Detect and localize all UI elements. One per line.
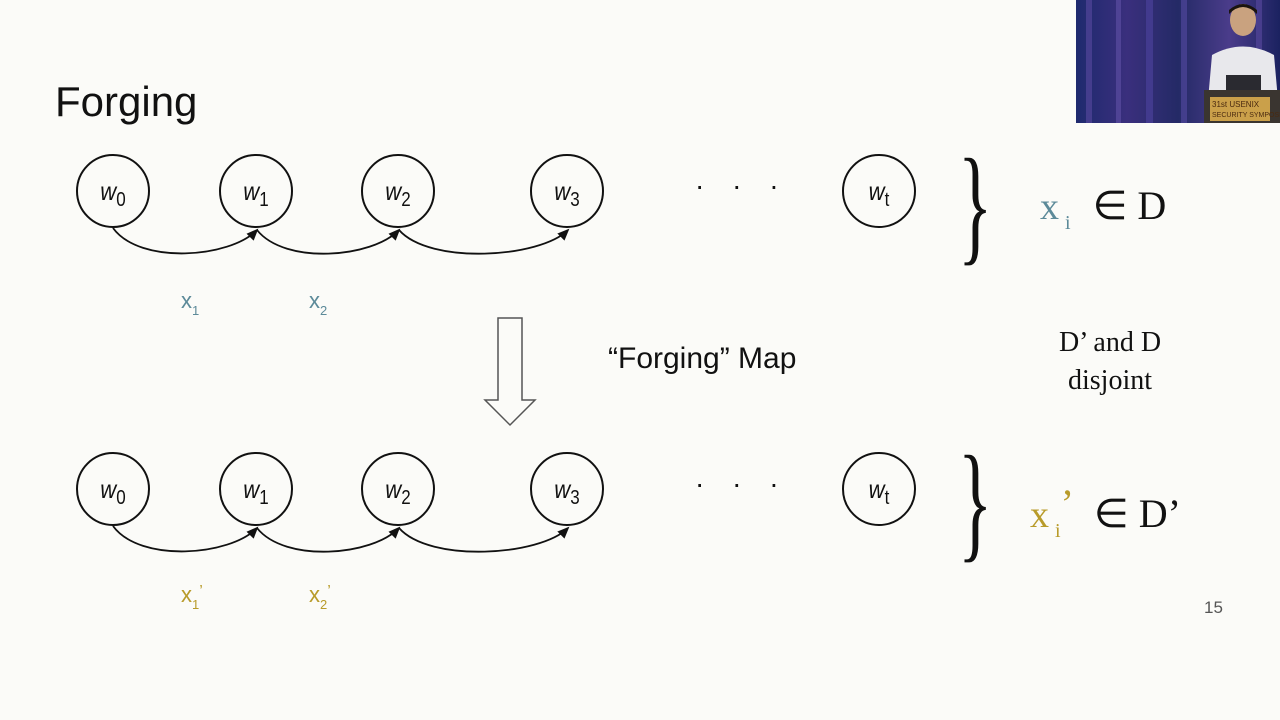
brace-bottom: } — [958, 430, 993, 574]
set-sub: i — [1065, 212, 1071, 234]
node-var: w — [868, 176, 885, 206]
forging-map-label: “Forging” Map — [608, 342, 797, 375]
disjoint-note: D’ and D disjoint — [1040, 324, 1180, 400]
speaker-video-image: 31st USENIX SECURITY SYMPOSIUM — [1076, 0, 1280, 123]
node-var: w — [554, 176, 571, 206]
node-sub: t — [884, 487, 890, 509]
forging-map-arrow — [483, 317, 537, 427]
edge-sub: 2 — [320, 597, 328, 612]
node-w1-top: w1 — [219, 154, 293, 228]
node-sub: 2 — [401, 487, 411, 509]
node-w0-bottom: w0 — [76, 452, 150, 526]
edge-var: x — [181, 288, 192, 313]
node-var: w — [100, 176, 117, 206]
node-var: w — [868, 474, 885, 504]
node-w1-bottom: w1 — [219, 452, 293, 526]
edge-sub: 1 — [192, 303, 200, 318]
edge-label-x2: x2 — [309, 288, 327, 318]
edge-var: x — [309, 288, 320, 313]
set-sub: i — [1055, 520, 1061, 542]
ellipsis-bottom: · · · — [695, 468, 789, 499]
set-var: x — [1040, 186, 1059, 228]
edge-label-x1: x1 — [181, 288, 199, 318]
node-var: w — [243, 176, 260, 206]
set-var: x — [1030, 494, 1049, 536]
node-w3-top: w3 — [530, 154, 604, 228]
node-w2-top: w2 — [361, 154, 435, 228]
edge-w2-w3-top — [398, 228, 570, 255]
node-var: w — [100, 474, 117, 504]
edge-prime: ’ — [327, 583, 331, 600]
edge-w1-w2-bottom — [256, 526, 401, 553]
edge-w1-w2-top — [256, 228, 401, 255]
node-var: w — [385, 474, 402, 504]
node-wt-bottom: wt — [842, 452, 916, 526]
edge-prime: ’ — [199, 583, 203, 600]
node-sub: 0 — [116, 487, 126, 509]
edge-w0-w1-top — [112, 227, 259, 255]
node-sub: 3 — [570, 189, 580, 211]
edge-label-x1-prime: x1’ — [181, 582, 203, 612]
node-w2-bottom: w2 — [361, 452, 435, 526]
set-symbol: ∈ D — [1092, 183, 1167, 228]
node-sub: t — [884, 189, 890, 211]
node-var: w — [385, 176, 402, 206]
edge-sub: 2 — [320, 303, 328, 318]
node-sub: 3 — [570, 487, 580, 509]
node-sub: 1 — [259, 487, 269, 509]
brace-top: } — [958, 133, 993, 277]
set-symbol: ∈ D’ — [1093, 491, 1181, 536]
node-wt-top: wt — [842, 154, 916, 228]
disjoint-note-line1: D’ and D — [1058, 327, 1162, 358]
ellipsis-top: · · · — [695, 170, 789, 201]
edge-var: x — [181, 582, 192, 607]
page-number: 15 — [1204, 598, 1223, 617]
node-w3-bottom: w3 — [530, 452, 604, 526]
node-w0-top: w0 — [76, 154, 150, 228]
node-sub: 0 — [116, 189, 126, 211]
edge-sub: 1 — [192, 597, 200, 612]
slide-title: Forging — [55, 78, 198, 125]
disjoint-note-line2: disjoint — [1067, 365, 1152, 396]
node-var: w — [243, 474, 260, 504]
node-var: w — [554, 474, 571, 504]
edge-w0-w1-bottom — [112, 525, 259, 553]
speaker-video-inset: 31st USENIX SECURITY SYMPOSIUM — [1076, 0, 1280, 123]
podium-banner-text: 31st USENIX — [1212, 100, 1260, 109]
edge-label-x2-prime: x2’ — [309, 582, 331, 612]
node-sub: 2 — [401, 189, 411, 211]
edge-var: x — [309, 582, 320, 607]
svg-text:SECURITY SYMPOSIUM: SECURITY SYMPOSIUM — [1212, 112, 1280, 119]
node-sub: 1 — [259, 189, 269, 211]
set-prime: ’ — [1060, 481, 1074, 526]
edge-w2-w3-bottom — [398, 526, 570, 553]
